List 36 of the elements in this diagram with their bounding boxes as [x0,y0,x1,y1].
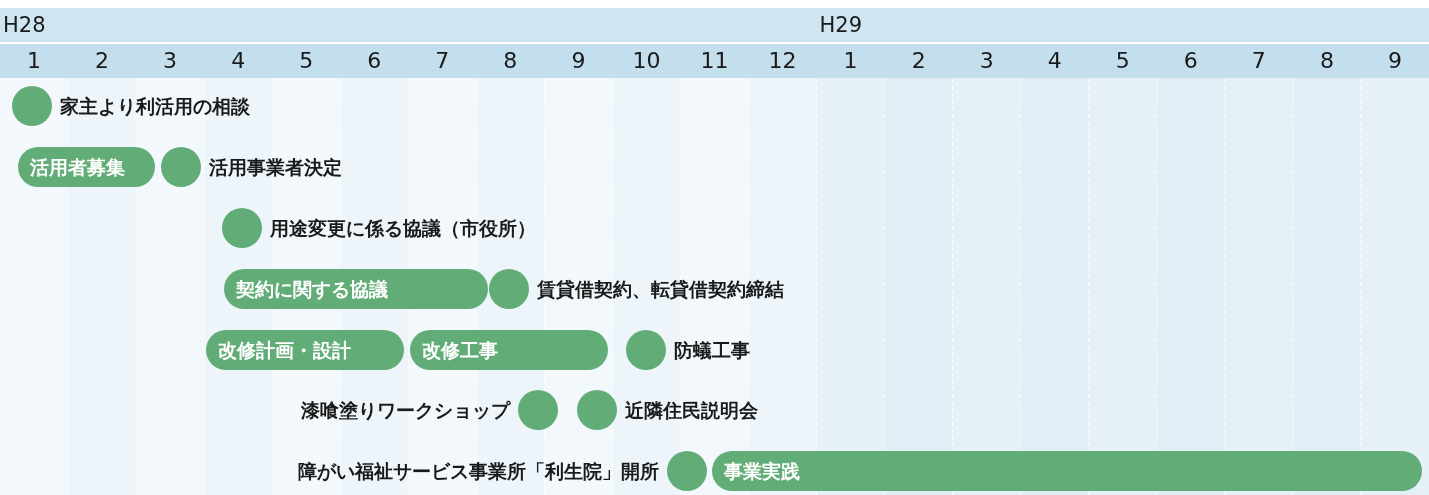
month-label: 12 [767,47,798,75]
month-label: 9 [1386,47,1403,75]
month-label: 3 [162,47,179,75]
month-label: 1 [26,47,42,75]
month-label: 5 [298,47,315,75]
year-label: H28 [3,12,46,39]
task-bar: 改修計画・設計 [206,330,404,370]
month-label: 7 [1250,47,1267,75]
milestone-label: 活用事業者決定 [209,155,342,180]
milestone-label: 防蟻工事 [674,338,750,363]
month-label: 8 [1318,47,1335,75]
month-label: 2 [910,47,927,75]
milestone-label: 障がい福祉サービス事業所「利生院」開所 [298,459,659,484]
month-label: 5 [1114,47,1131,75]
milestone-label: 賃貸借契約、転貸借契約締結 [537,277,784,302]
month-label: 3 [978,47,995,75]
month-label: 1 [842,47,859,75]
month-label: 8 [502,47,519,75]
month-label: 6 [1182,47,1199,75]
task-bar: 活用者募集 [18,147,155,187]
month-label: 11 [699,47,730,75]
month-label: 9 [570,47,587,75]
month-label: 4 [1046,47,1063,75]
month-label: 7 [434,47,451,75]
year-label: H29 [819,12,863,39]
task-bar: 契約に関する協議 [224,269,488,309]
milestone-label: 家主より利活用の相談 [60,94,250,119]
milestone-label: 漆喰塗りワークショップ [301,398,510,423]
month-label: 10 [631,47,662,75]
month-label: 4 [230,47,247,75]
milestone-label: 近隣住民説明会 [625,398,758,423]
task-bar: 事業実践 [712,451,1422,491]
task-bar: 改修工事 [410,330,608,370]
month-label: 2 [94,47,111,75]
milestone-label: 用途変更に係る協議（市役所） [270,216,536,241]
month-label: 6 [366,47,383,75]
